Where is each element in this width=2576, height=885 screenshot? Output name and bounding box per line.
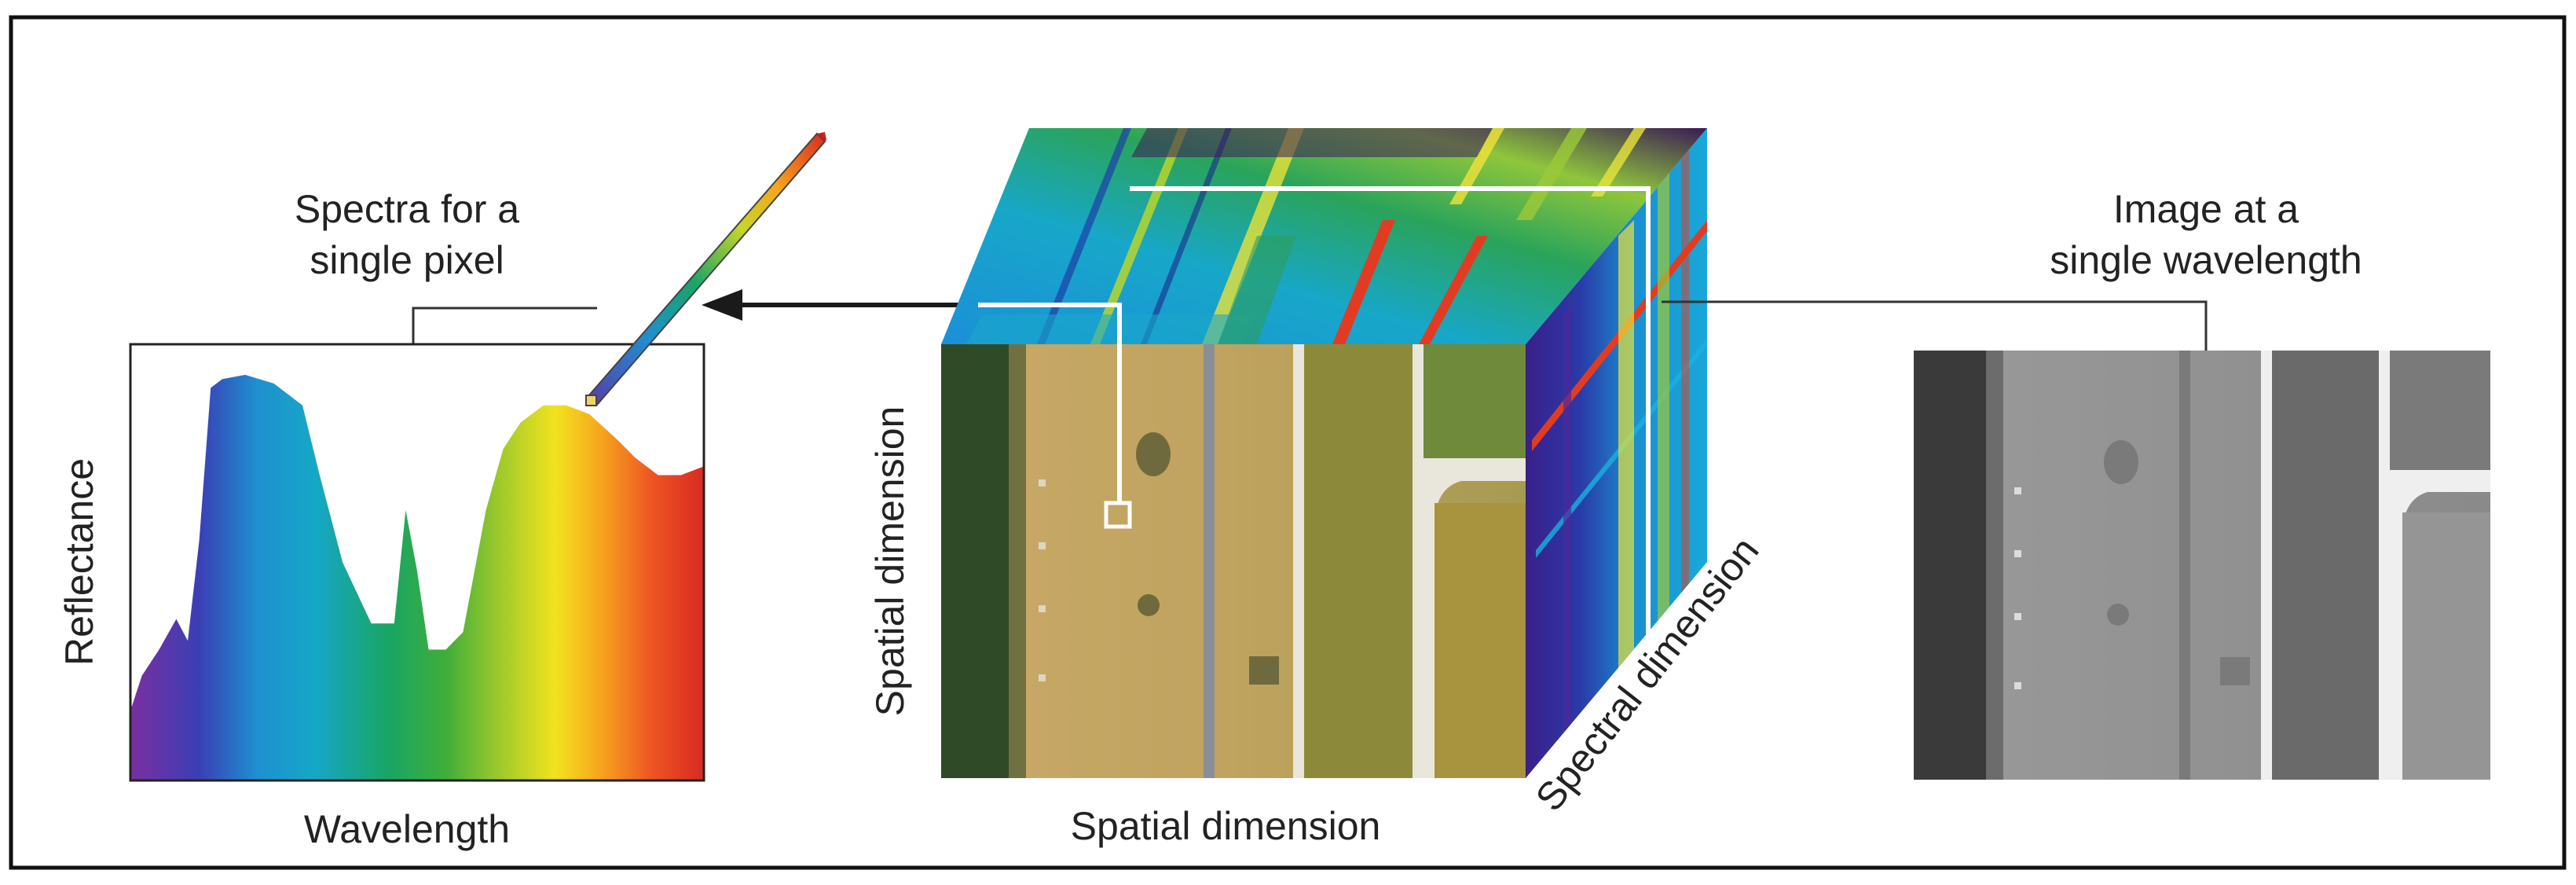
- cube-side-streaks: [1532, 149, 1707, 762]
- pixel-highlight-line: [978, 303, 1122, 503]
- pixel-bar-body: [586, 132, 826, 406]
- front-green-field: [1304, 344, 1422, 778]
- hay-bale-1: [1136, 432, 1171, 476]
- spectrum-area: [130, 374, 704, 780]
- front-road-left: [1293, 344, 1304, 778]
- spectrum-leader-line: [412, 307, 597, 344]
- cube-left-axis-label: Spatial dimension: [868, 406, 912, 717]
- front-road-curve: [1424, 458, 1526, 778]
- hay-bale-3: [1249, 656, 1279, 685]
- pixel-spectrum-bar: [585, 132, 826, 406]
- spectrum-title-line2: single pixel: [310, 238, 504, 282]
- cube-top-streaks: [966, 128, 1646, 344]
- pixel-bar-end: [585, 395, 597, 406]
- gray-hay-bale-1: [2104, 440, 2138, 484]
- spectrum-panel: Spectra for a single pixel Reflectance W…: [57, 187, 705, 851]
- cube-top-face: [941, 128, 1707, 344]
- pixel-highlight-box: [1104, 501, 1132, 529]
- front-gravel-strip: [1204, 344, 1215, 778]
- figure-frame: [9, 15, 2567, 870]
- gray-road-left: [2261, 351, 2272, 780]
- wavelength-title-line2: single wavelength: [2050, 238, 2362, 282]
- spectrum-title-line1: Spectra for a: [295, 187, 519, 231]
- gray-hay-bale-2: [2107, 604, 2129, 626]
- hyperspectral-cube: Spatial dimension Spatial dimension Spec…: [868, 128, 1768, 848]
- pixel-arrow: [702, 289, 978, 321]
- front-road-right: [1413, 344, 1424, 778]
- gray-grass-block-top: [2390, 351, 2490, 470]
- front-grass-block-top: [1424, 344, 1526, 458]
- front-tree-line: [941, 344, 1009, 778]
- cube-front-face: [941, 344, 1526, 778]
- gray-gravel-strip: [2179, 351, 2190, 780]
- spectrum-chart-frame: [129, 343, 705, 782]
- wavelength-leader-line: [1662, 300, 2208, 351]
- gray-dark-field: [2272, 351, 2387, 780]
- cube-bottom-axis-label: Spatial dimension: [1071, 804, 1381, 848]
- gray-road-curve: [2390, 470, 2490, 780]
- gray-crop-field: [2402, 512, 2490, 780]
- gray-hay-bale-3: [2220, 657, 2250, 685]
- front-crop-field: [1435, 503, 1526, 778]
- x-axis-label: Wavelength: [304, 807, 510, 851]
- pixel-bar-cap: [817, 132, 826, 141]
- arrow-head: [702, 289, 742, 321]
- single-wavelength-panel: Image at a single wavelength: [1914, 187, 2490, 780]
- hay-bale-2: [1138, 594, 1160, 616]
- wavelength-title-line1: Image at a: [2113, 187, 2299, 231]
- wavelength-slice-line: [1130, 186, 1651, 637]
- y-axis-label: Reflectance: [57, 458, 101, 666]
- gray-tree-line: [1914, 351, 1986, 780]
- gray-road-right: [2379, 351, 2390, 780]
